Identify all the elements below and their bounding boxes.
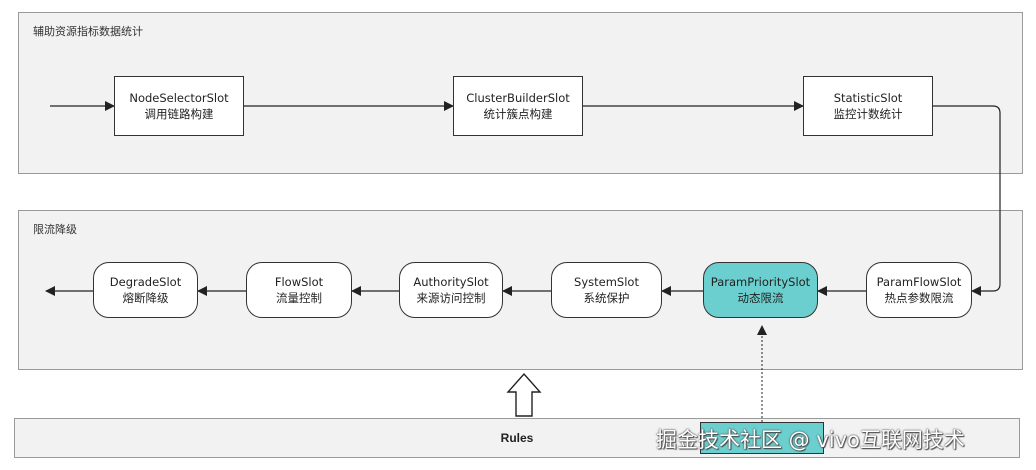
watermark: 掘金技术社区 @ vivo互联网技术 (656, 428, 965, 452)
authority-slot: AuthoritySlot 来源访问控制 (399, 262, 503, 318)
param-priority-rule-box (700, 422, 824, 454)
rules-up-arrow-icon (506, 372, 542, 417)
degrade-slot-name: DegradeSlot (109, 275, 182, 289)
param-flow-slot: ParamFlowSlot 热点参数限流 (866, 262, 972, 318)
statistic-slot-name: StatisticSlot (833, 91, 903, 105)
group-statistics-title: 辅助资源指标数据统计 (33, 25, 143, 38)
statistic-slot-desc: 监控计数统计 (833, 107, 903, 121)
param-priority-slot-desc: 动态限流 (737, 291, 784, 305)
flow-slot-desc: 流量控制 (276, 291, 322, 305)
param-flow-slot-desc: 热点参数限流 (884, 291, 954, 305)
param-flow-slot-name: ParamFlowSlot (876, 275, 962, 289)
authority-slot-name: AuthoritySlot (413, 275, 489, 289)
cluster-builder-slot: ClusterBuilderSlot 统计簇点构建 (453, 76, 583, 136)
arrow-statistic-to-paramflow (933, 105, 1001, 296)
degrade-slot-desc: 熔断降级 (122, 291, 169, 305)
statistic-slot: StatisticSlot 监控计数统计 (803, 76, 933, 136)
rules-bar: Rules (14, 418, 1020, 458)
param-priority-slot: ParamPrioritySlot 动态限流 (703, 262, 818, 318)
flow-slot: FlowSlot 流量控制 (246, 262, 352, 318)
flow-slot-name: FlowSlot (274, 275, 324, 289)
system-slot: SystemSlot 系统保护 (551, 262, 662, 318)
system-slot-desc: 系统保护 (583, 291, 630, 305)
node-selector-slot-desc: 调用链路构建 (144, 107, 214, 121)
cluster-builder-slot-name: ClusterBuilderSlot (466, 91, 570, 105)
group-limiting-title: 限流降级 (33, 223, 77, 236)
node-selector-slot-name: NodeSelectorSlot (129, 91, 229, 105)
node-selector-slot: NodeSelectorSlot 调用链路构建 (114, 76, 244, 136)
degrade-slot: DegradeSlot 熔断降级 (93, 262, 198, 318)
param-priority-slot-name: ParamPrioritySlot (710, 275, 811, 289)
rules-label: Rules (500, 431, 534, 445)
authority-slot-desc: 来源访问控制 (416, 291, 486, 305)
cluster-builder-slot-desc: 统计簇点构建 (483, 107, 553, 121)
system-slot-name: SystemSlot (574, 275, 639, 289)
